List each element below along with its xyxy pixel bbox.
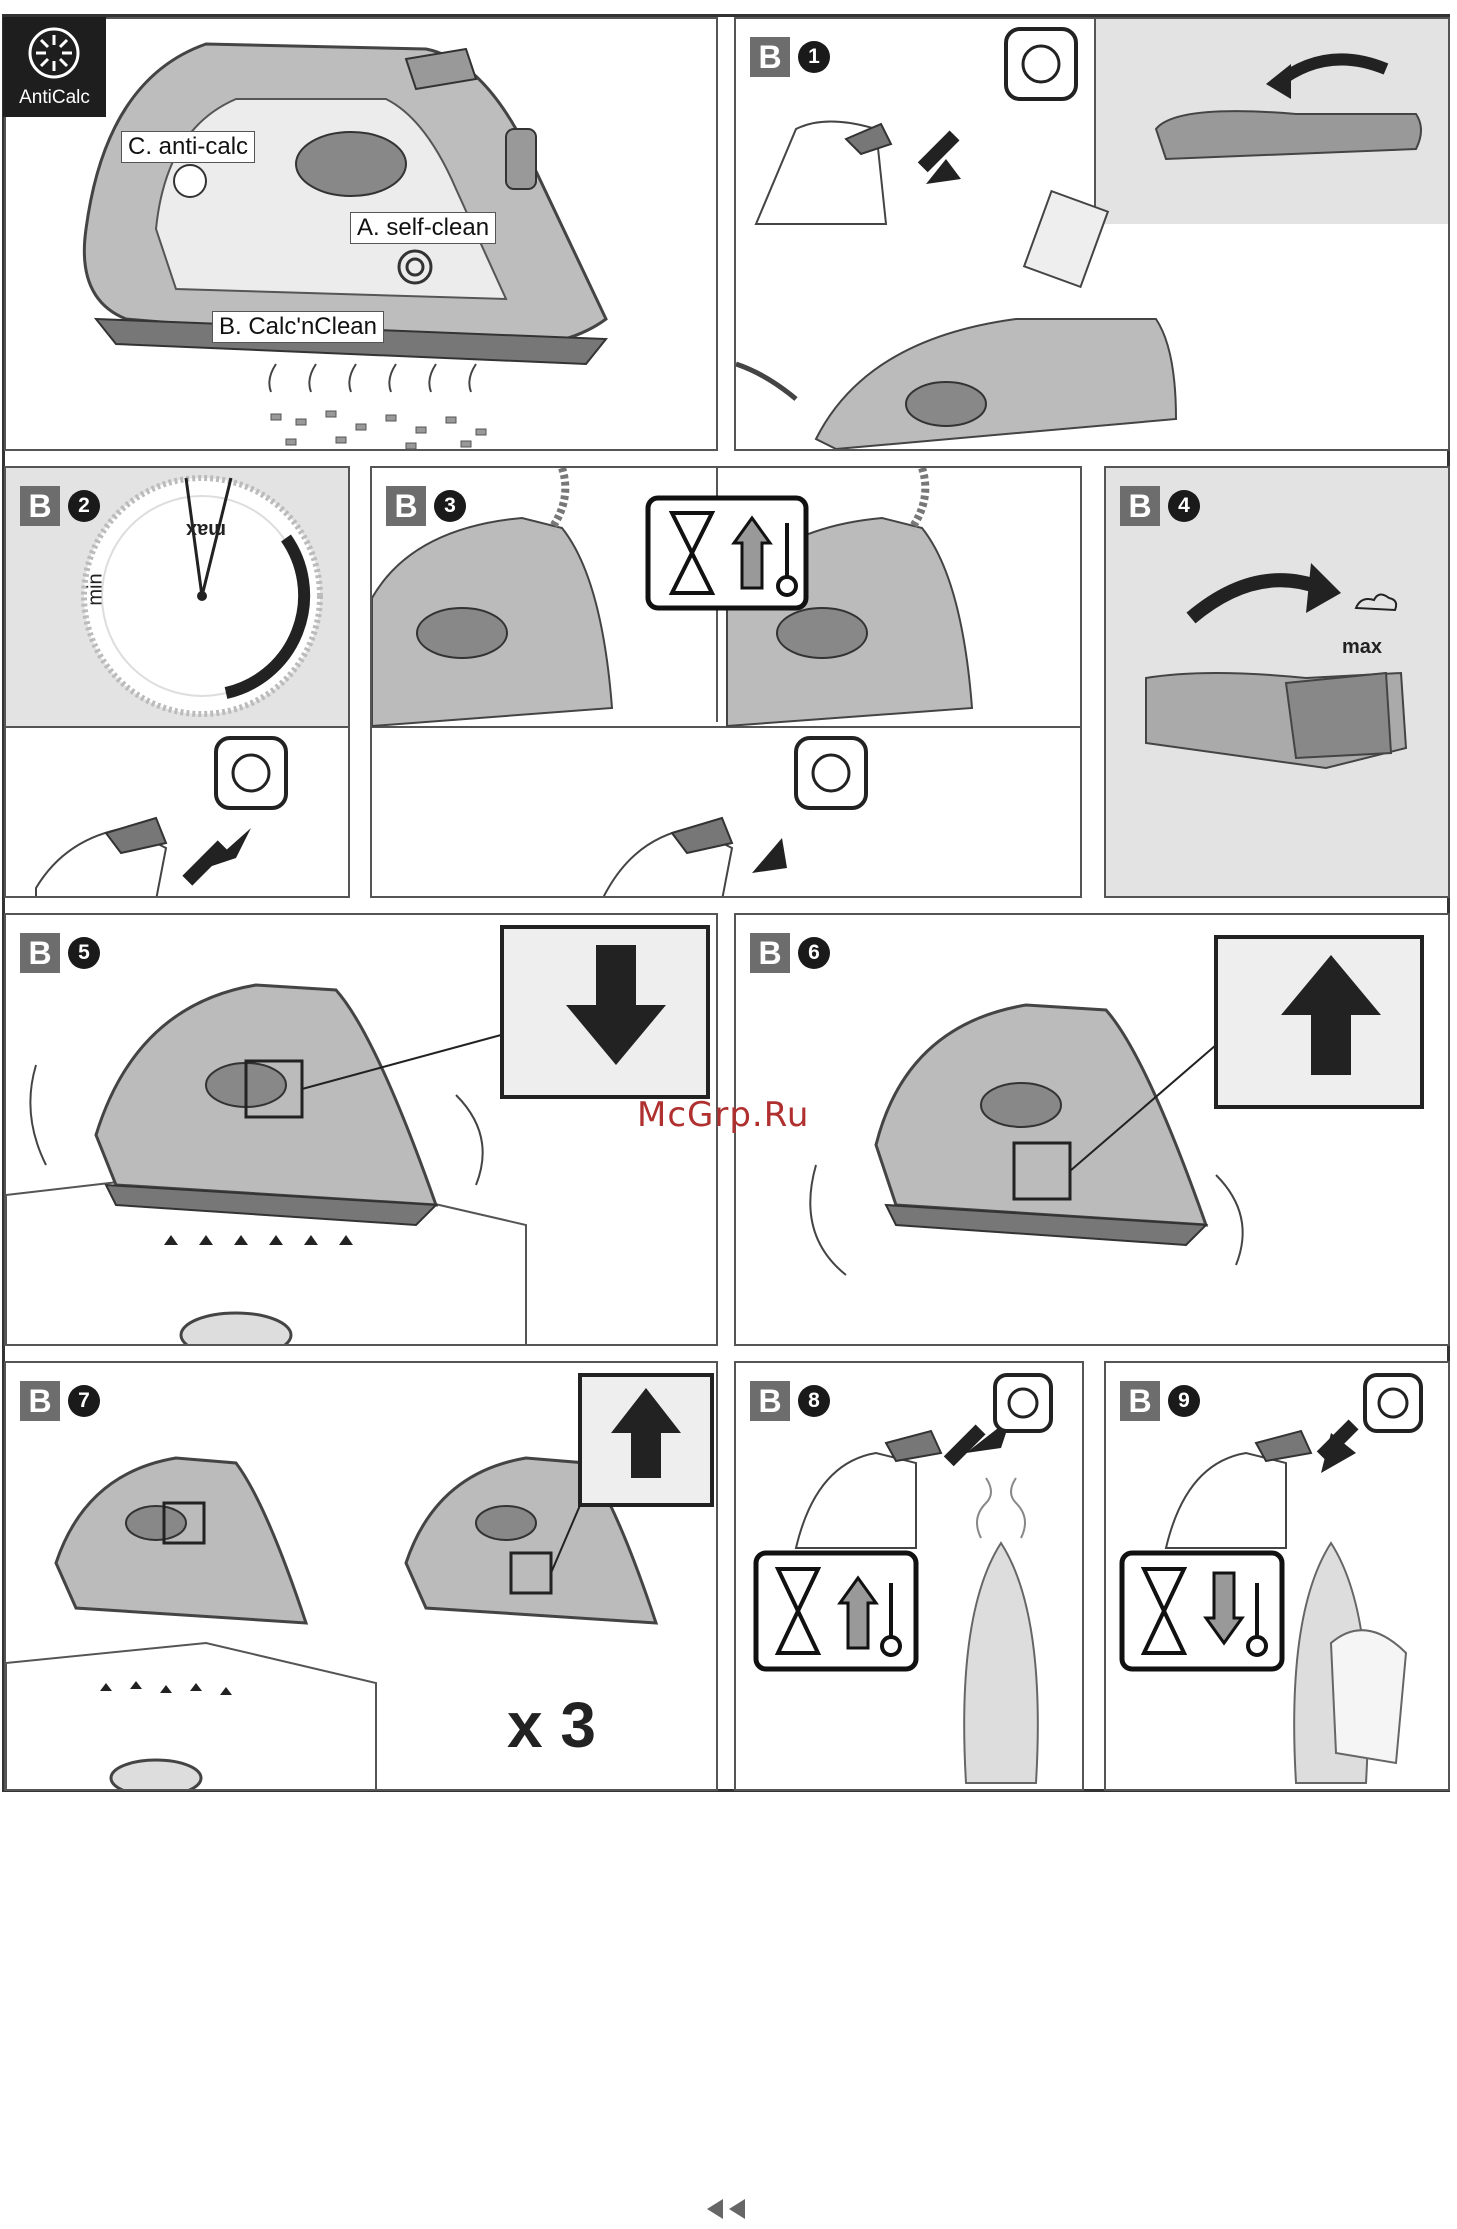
label-self-clean: A. self-clean: [350, 212, 496, 244]
nav-arrows-icon: [705, 2197, 751, 2221]
step-3-illustration: [372, 468, 1082, 898]
panel-step-6: B 6: [734, 913, 1450, 1346]
temperature-dial-illustration: [6, 468, 350, 898]
step-9-illustration: [1106, 1363, 1450, 1791]
panel-step-3: B 3: [370, 466, 1082, 898]
step-7-illustration: [6, 1363, 718, 1791]
anticalc-label: AntiCalc: [3, 87, 106, 109]
step-1-illustration: [736, 19, 1450, 451]
watermark-text: McGrp.Ru: [637, 1095, 809, 1135]
panel-step-1: B 1: [734, 17, 1450, 451]
panel-overview: C. anti-calc A. self-clean B. Calc'nClea…: [4, 17, 718, 451]
panel-step-8: B 8: [734, 1361, 1084, 1791]
steam-max-label: max: [1342, 636, 1382, 659]
step-8-illustration: [736, 1363, 1084, 1791]
panel-step-4: B 4 max: [1104, 466, 1450, 898]
steam-dial-illustration: [1106, 468, 1450, 898]
panel-step-5: B 5: [4, 913, 718, 1346]
repeat-three-times-label: x 3: [507, 1688, 596, 1762]
label-anti-calc: C. anti-calc: [121, 131, 255, 163]
panel-step-9: B 9: [1104, 1361, 1450, 1791]
anticalc-icon: [3, 17, 106, 83]
dial-min-label: min: [85, 573, 108, 605]
dial-max-label: max: [186, 518, 226, 541]
anticalc-badge: AntiCalc: [3, 17, 106, 117]
step-5-illustration: [6, 915, 718, 1346]
double-left-arrow-icon[interactable]: [705, 2197, 751, 2228]
label-calc-n-clean: B. Calc'nClean: [212, 311, 384, 343]
step-6-illustration: [736, 915, 1450, 1346]
panel-step-2: B 2 max min: [4, 466, 350, 898]
panel-step-7: B 7 x 3: [4, 1361, 718, 1791]
